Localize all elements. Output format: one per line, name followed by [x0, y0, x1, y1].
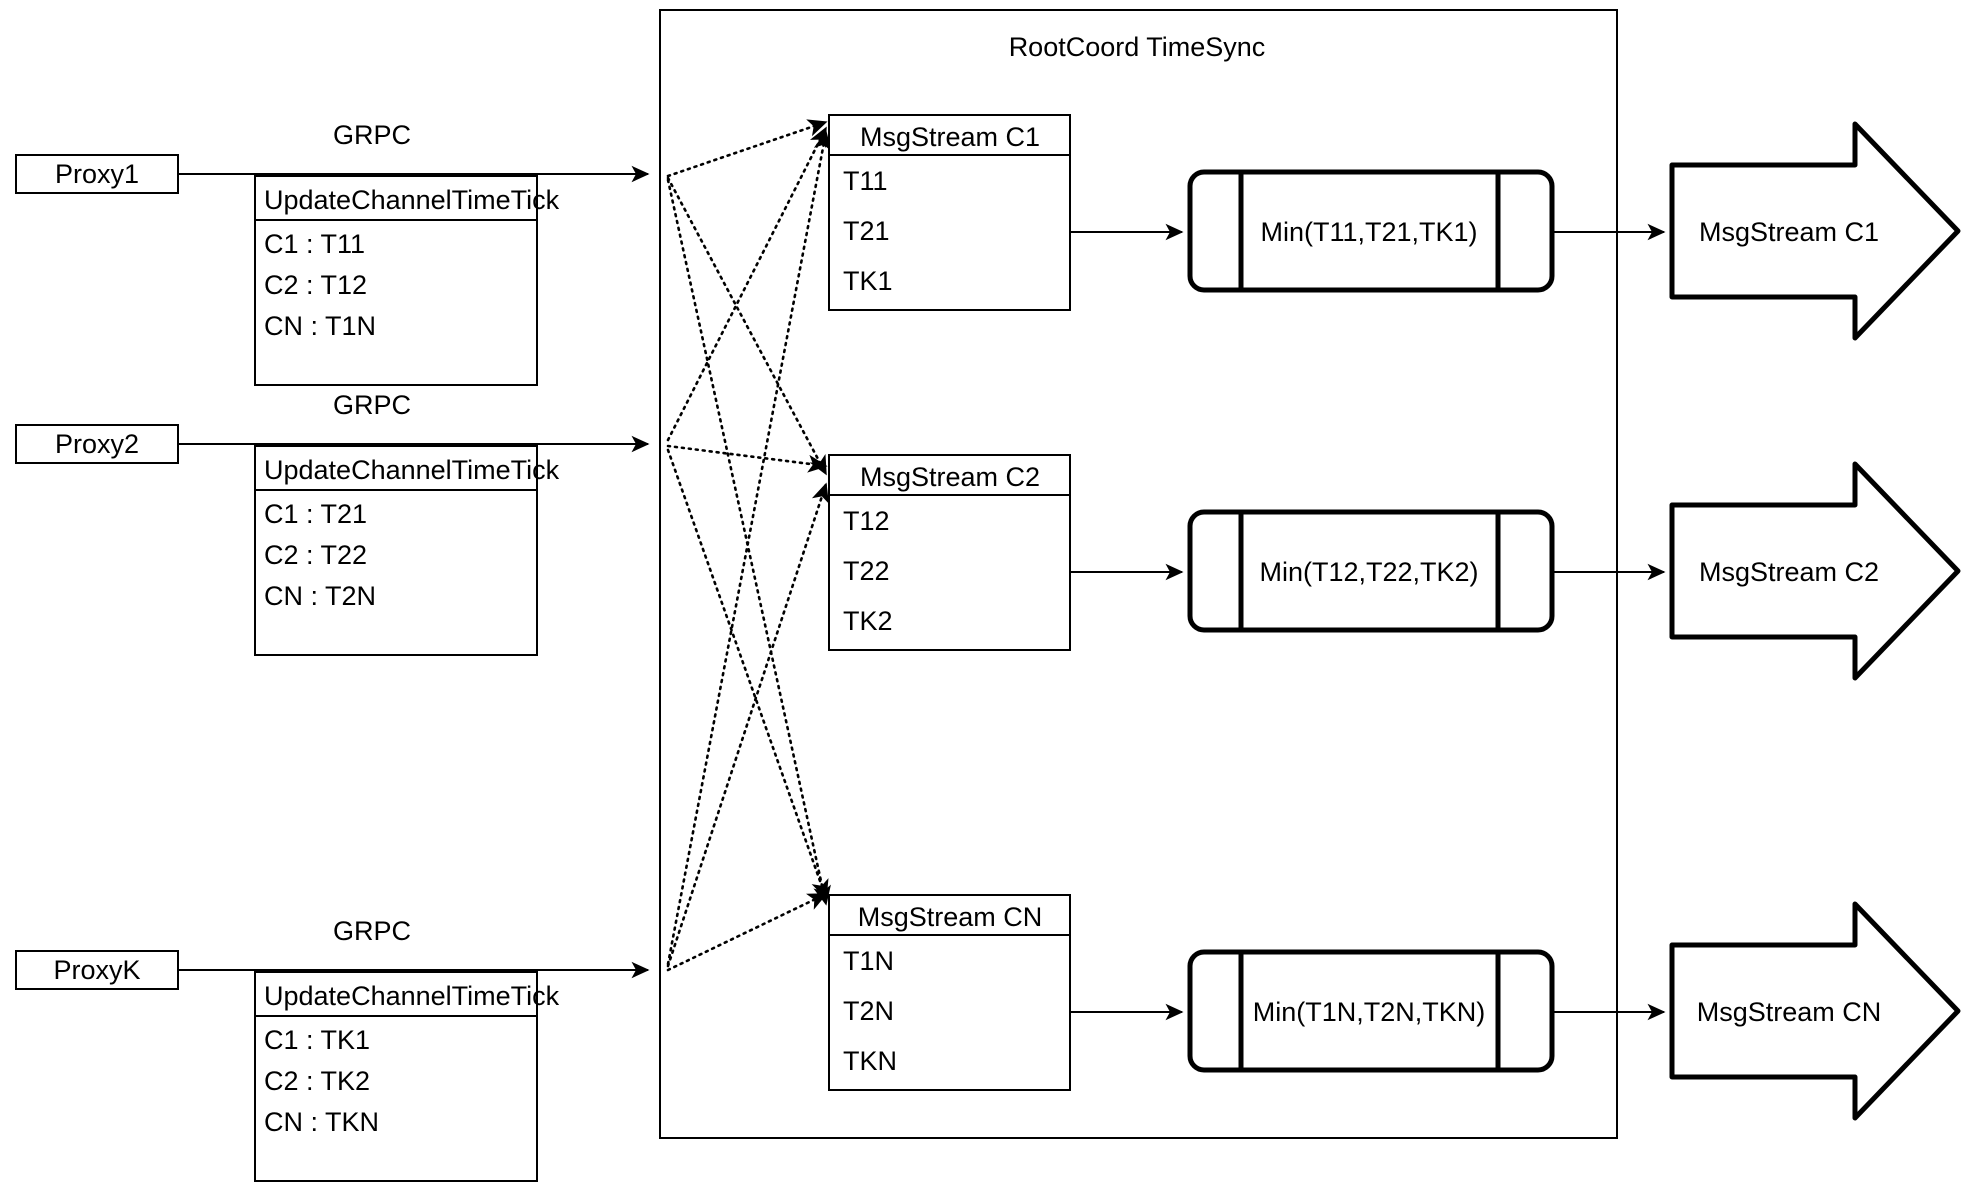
dotted-link-p1-c2	[666, 176, 828, 476]
update-channel-timetick-title-1: UpdateChannelTimeTick	[264, 185, 560, 215]
proxy-box-1[interactable]	[15, 154, 179, 194]
output-arrow-1	[1669, 121, 1961, 341]
timetick-row-3-2: CN : TKN	[264, 1107, 379, 1137]
dotted-link-pk-c2	[666, 482, 829, 968]
msgstream-box-2	[828, 454, 1071, 651]
output-arrow-2	[1669, 461, 1961, 681]
dotted-link-p2-c1	[666, 126, 828, 442]
timetick-row-2-2: CN : T2N	[264, 581, 376, 611]
timetick-row-3-0: C1 : TK1	[264, 1025, 370, 1055]
timetick-row-2-1: C2 : T22	[264, 540, 367, 570]
update-channel-timetick-title-2: UpdateChannelTimeTick	[264, 455, 560, 485]
timetick-row-1-0: C1 : T11	[264, 229, 365, 259]
update-channel-timetick-card-1	[254, 175, 538, 386]
output-label-3: MsgStream CN	[1697, 997, 1882, 1027]
update-channel-timetick-card-2	[254, 445, 538, 656]
msgstream-tick-2-0: T12	[843, 506, 890, 536]
msgstream-title-3: MsgStream CN	[858, 902, 1043, 932]
timetick-row-1-1: C2 : T12	[264, 270, 367, 300]
proxy-label-2: Proxy2	[55, 429, 139, 459]
msgstream-tick-1-0: T11	[843, 166, 888, 196]
output-label-2: MsgStream C2	[1699, 557, 1879, 587]
proxy-label-3: ProxyK	[53, 955, 140, 985]
update-channel-timetick-title-3: UpdateChannelTimeTick	[264, 981, 560, 1011]
output-label-1: MsgStream C1	[1699, 217, 1879, 247]
grpc-label-2: GRPC	[333, 390, 411, 420]
grpc-label-1: GRPC	[333, 120, 411, 150]
timetick-row-2-0: C1 : T21	[264, 499, 367, 529]
grpc-label-3: GRPC	[333, 916, 411, 946]
msgstream-box-3	[828, 894, 1071, 1091]
output-arrow-3	[1669, 901, 1961, 1121]
proxy-label-1: Proxy1	[55, 159, 139, 189]
min-label-2: Min(T12,T22,TK2)	[1259, 557, 1478, 587]
proxy-box-2[interactable]	[15, 424, 179, 464]
msgstream-tick-1-2: TK1	[843, 266, 893, 296]
dotted-link-p1-c1	[666, 119, 828, 178]
timetick-row-1-2: CN : T1N	[264, 311, 376, 341]
proxy-box-3[interactable]	[15, 950, 179, 990]
msgstream-title-1: MsgStream C1	[860, 122, 1040, 152]
msgstream-box-1	[828, 114, 1071, 311]
min-label-1: Min(T11,T21,TK1)	[1260, 217, 1477, 247]
min-label-3: Min(T1N,T2N,TKN)	[1253, 997, 1486, 1027]
dotted-link-p2-cn	[666, 448, 829, 900]
msgstream-title-2: MsgStream C2	[860, 462, 1040, 492]
msgstream-tick-3-2: TKN	[843, 1046, 897, 1076]
dotted-link-p2-c2	[666, 444, 828, 473]
msgstream-tick-3-1: T2N	[843, 996, 894, 1026]
msgstream-tick-3-0: T1N	[843, 946, 894, 976]
timetick-row-3-1: C2 : TK2	[264, 1066, 370, 1096]
msgstream-tick-1-1: T21	[843, 216, 890, 246]
update-channel-timetick-card-3	[254, 971, 538, 1182]
dotted-link-pk-c1	[666, 130, 832, 966]
dotted-link-pk-cn	[666, 892, 828, 972]
msgstream-tick-2-1: T22	[843, 556, 890, 586]
msgstream-tick-2-2: TK2	[843, 606, 893, 636]
rootcoord-timesync-title: RootCoord TimeSync	[1009, 32, 1266, 62]
